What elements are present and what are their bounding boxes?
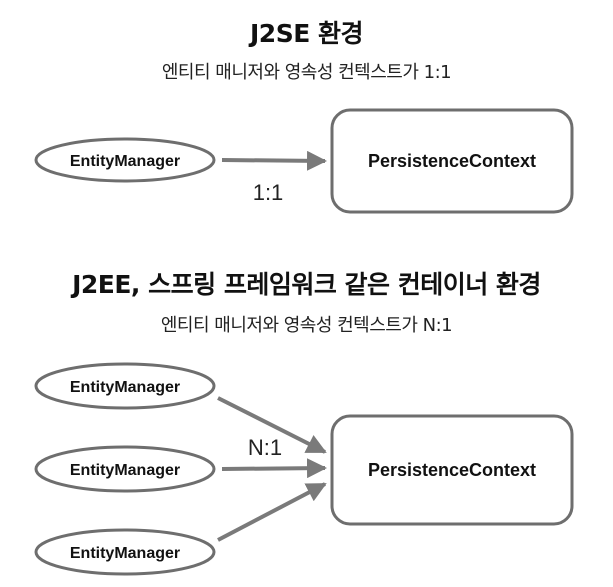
section-subtitle-j2ee: 엔티티 매니저와 영속성 컨텍스트가 N:1 (160, 315, 453, 336)
relation-arrow (221, 458, 327, 479)
relation-arrow (217, 396, 327, 454)
entity-manager-label: EntityManager (70, 462, 180, 479)
persistence-context-node: PersistenceContext (330, 108, 574, 214)
relation-arrow (221, 150, 327, 171)
entity-manager-node: EntityManager (34, 362, 216, 410)
entity-manager-label: EntityManager (70, 379, 180, 396)
entity-manager-node: EntityManager (34, 137, 216, 183)
persistence-context-label: PersistenceContext (368, 460, 536, 480)
persistence-context-node: PersistenceContext (330, 414, 574, 526)
entity-manager-node: EntityManager (34, 445, 216, 493)
section-title-j2se: J2SE 환경 (250, 19, 363, 48)
entity-manager-label: EntityManager (70, 545, 180, 562)
relation-label: 1:1 (253, 180, 284, 205)
entity-manager-label: EntityManager (70, 153, 180, 170)
section-subtitle-j2se: 엔티티 매니저와 영속성 컨텍스트가 1:1 (161, 62, 452, 83)
entity-manager-node: EntityManager (34, 528, 216, 576)
persistence-context-label: PersistenceContext (368, 151, 536, 171)
section-title-j2ee: J2EE, 스프링 프레임워크 같은 컨테이너 환경 (72, 270, 541, 299)
relation-arrow (217, 482, 327, 542)
relation-label: N:1 (248, 435, 282, 460)
